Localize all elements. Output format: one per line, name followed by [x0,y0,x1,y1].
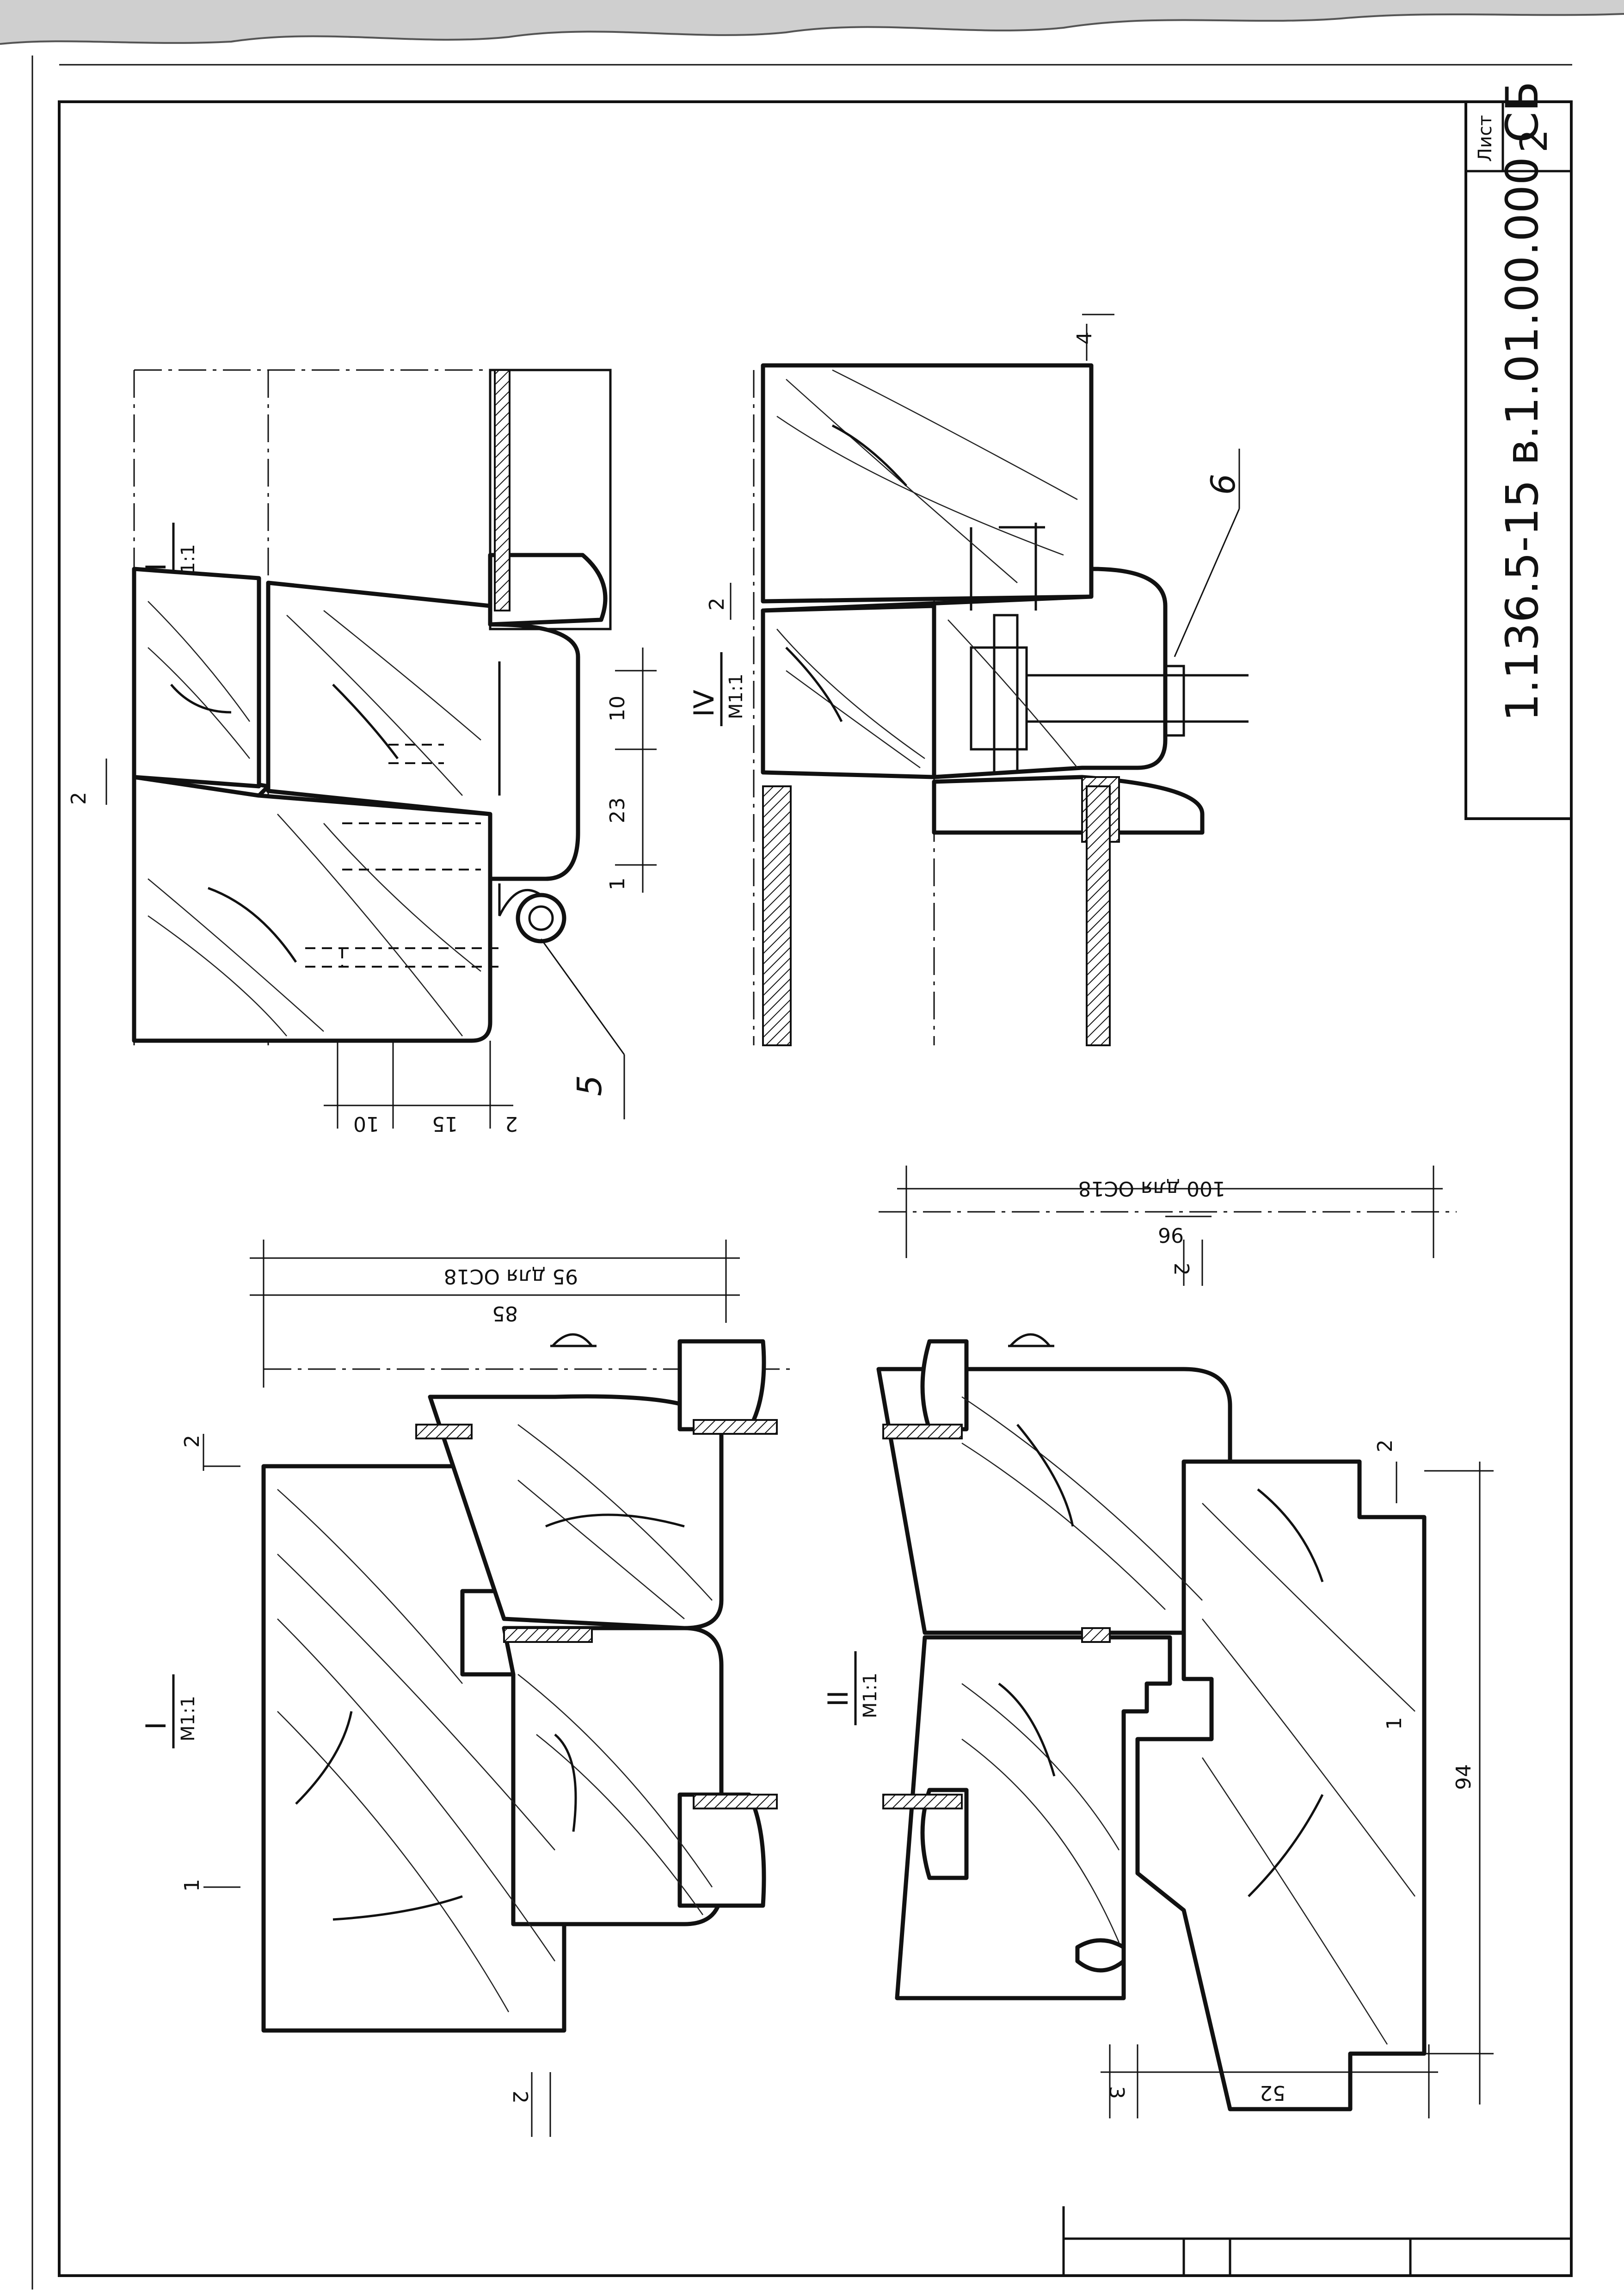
section-label: I [140,1722,172,1730]
section-scale: М1:1 [860,1673,881,1718]
section-label: IV [688,690,720,717]
dim-III-2-bottom: 2 [505,1112,518,1136]
sheet-number: 2 [1513,129,1556,153]
dim-I-95: 95 для ОС18 [444,1265,578,1288]
dim-IV-2: 2 [705,598,729,611]
title-block: 1.136.5-15 в.1.01.00.000 СБ Лист 2 [1464,81,1573,820]
sheet-label: Лист [1475,115,1496,162]
dim-II-52: 52 [1260,2081,1286,2105]
section-III: III М1:1 [67,369,657,1136]
dim-II-100: 100 для ОС18 [1078,1177,1225,1200]
dim-II-1: 1 [1383,1717,1406,1730]
dim-I-2-bottom: 2 [508,2091,532,2104]
dim-I-1: 1 [180,1879,204,1892]
dim-II-94: 94 [1452,1764,1476,1790]
section-II: II М1:1 [822,1166,1494,2118]
section-scale: М1:1 [178,1696,199,1741]
dim-III-10: 10 [606,696,629,722]
dim-III-10-bottom: 10 [353,1112,379,1136]
dim-II-2-side: 2 [1373,1439,1397,1452]
section-scale: М1:1 [726,673,747,719]
dim-II-2-top: 2 [1169,1263,1193,1276]
section-I: I М1:1 [140,1240,795,2137]
dim-II-3: 3 [1105,2086,1128,2099]
document-code: 1.136.5-15 в.1.01.00.000 СБ [1496,81,1548,722]
callout-6: 6 [1204,474,1243,495]
dim-III-1: 1 [606,877,629,890]
dim-I-85: 85 [492,1302,518,1325]
dim-II-96: 96 [1158,1223,1184,1247]
dim-III-2-top: 2 [67,792,91,805]
dim-III-15: 15 [432,1112,458,1136]
section-label: II [822,1691,855,1707]
section-IV: IV М1:1 [688,314,1249,1046]
dim-I-2-top: 2 [180,1435,204,1448]
callout-5: 5 [570,1075,609,1096]
drawing-frame [31,56,1573,2290]
dim-III-23: 23 [606,797,629,823]
dim-IV-4: 4 [1073,332,1096,345]
scan-top-edge [0,0,1624,45]
